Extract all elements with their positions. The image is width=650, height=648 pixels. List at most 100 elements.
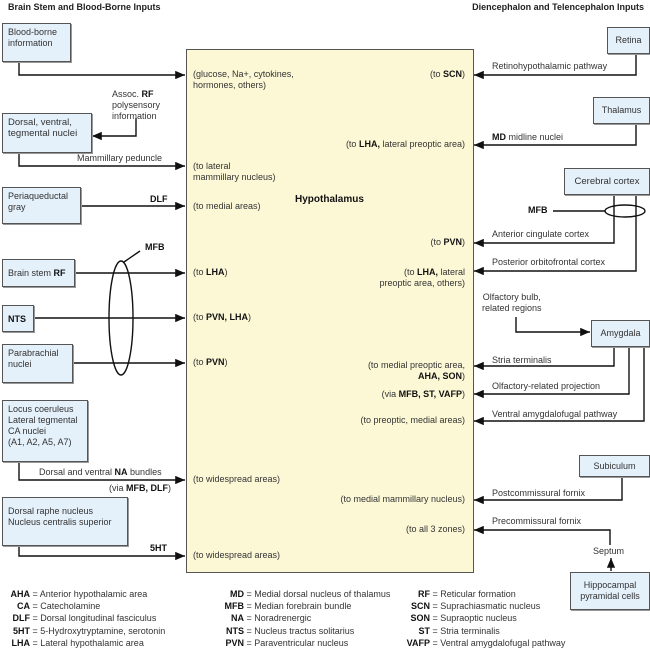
olfactory-bulb-arrow	[515, 317, 590, 337]
legend-definition: = Medial dorsal nucleus of thalamus	[244, 589, 391, 599]
subiculum-box: Subiculum	[579, 455, 650, 477]
5ht-arrow	[18, 545, 185, 561]
target-medial-areas: (to medial areas)	[193, 201, 261, 212]
dorsal-ventral-tegmental-box: Dorsal, ventral, tegmental nuclei	[2, 113, 92, 153]
stria-label: Stria terminalis	[492, 355, 552, 365]
target-preoptic-medial: (to preoptic, medial areas)	[360, 415, 465, 426]
label-text: (to	[430, 237, 444, 247]
na-bundles-arrow	[18, 461, 185, 485]
legend-entry: DLF = Dorsal longitudinal fasciculus	[6, 612, 165, 624]
target-via-mfb-st-vafp: (via MFB, ST, VAFP)	[382, 389, 465, 400]
label-text: )	[462, 389, 465, 399]
label-text: )	[224, 357, 228, 367]
vafp-label: Ventral amygdalofugal pathway	[492, 409, 618, 419]
label-bold-term: MFB	[528, 205, 548, 215]
legend-abbreviation: SON	[410, 613, 430, 624]
label-text: )	[462, 69, 465, 79]
label-bold-term: DLF	[150, 194, 168, 204]
legend-definition: = Ventral amygdalofugal pathway	[430, 637, 566, 648]
legend-abbreviation: AHA	[10, 589, 31, 599]
label-text: (to	[193, 357, 207, 367]
brainstem-rf-box: Brain stem RF	[2, 259, 75, 287]
label-bold-term: NTS	[8, 314, 26, 324]
mfb-left-ellipse	[108, 260, 134, 376]
label-bold-term: PVN	[443, 237, 462, 247]
target-lha: (to LHA)	[193, 267, 228, 278]
legend-abbreviation: LHA	[11, 637, 31, 648]
amygdala-box: Amygdala	[591, 320, 650, 347]
label-text: (to preoptic, medial areas)	[360, 415, 465, 425]
retina-box: Retina	[607, 27, 650, 54]
legend-entry: 5HT = 5-Hydroxytryptamine, serotonin	[6, 625, 165, 637]
precomm-label: Precommissural fornix	[492, 516, 582, 526]
target-scn: (to SCN)	[430, 69, 465, 80]
legend-definition: = Paraventricular nucleus	[244, 637, 349, 648]
label-text: )	[248, 312, 252, 322]
legend-abbreviation: NTS	[226, 625, 244, 636]
label-text: Assoc.	[112, 89, 142, 99]
md-label: MD midline nuclei	[492, 132, 563, 143]
assoc-rf-label: Assoc. RF polysensory information	[112, 89, 160, 122]
legend-entry: ST = Stria terminalis	[399, 625, 565, 637]
legend-entry: CA = Catecholamine	[6, 600, 165, 612]
mammillary-peduncle-label: Mammillary peduncle	[77, 153, 163, 163]
target-medial-preoptic: (to medial preoptic area, AHA, SON)	[368, 360, 465, 382]
label-text: (glucose, Na+, cytokines, hormones, othe…	[193, 69, 294, 90]
legend-abbreviation: MFB	[224, 601, 245, 612]
assoc-rf-arrow	[92, 118, 137, 141]
ant-cing-label: Anterior cingulate cortex	[492, 229, 590, 239]
label-bold-term: AHA, SON	[417, 371, 462, 381]
mammillary-peduncle-arrow	[18, 152, 185, 171]
legend-definition: = Nucleus tractus solitarius	[244, 625, 355, 636]
label-text: lateral preoptic area)	[379, 139, 465, 149]
label-text: Dorsal and ventral	[39, 467, 115, 477]
legend-definition: = Dorsal longitudinal fasciculus	[30, 613, 157, 624]
dlf-label: DLF	[150, 194, 168, 205]
legend-abbreviation: SCN	[410, 601, 430, 612]
label-text: (to widespread areas)	[193, 550, 281, 560]
label-bold-term: MFB	[145, 242, 165, 252]
label-bold-term: PVN	[206, 357, 225, 367]
target-pvn-lha: (to PVN, LHA)	[193, 312, 251, 323]
thalamus-box: Thalamus	[593, 97, 650, 124]
legend-abbreviation: RF	[418, 589, 430, 599]
legend-entry: NA = Noradrenergic	[207, 612, 390, 624]
label-text: bundles	[127, 467, 162, 477]
target-pvn: (to PVN)	[193, 357, 228, 368]
target-lateral-mammillary: (to lateral mammillary nucleus)	[193, 161, 276, 183]
label-bold-term: MD	[492, 132, 506, 142]
label-text: (to medial preoptic area,	[367, 360, 465, 370]
legend-abbreviation: CA	[17, 601, 30, 612]
legend-definition: = Stria terminalis	[430, 625, 500, 636]
label-bold-term: MFB, ST, VAFP	[398, 389, 462, 399]
label-text: )	[462, 237, 465, 247]
post-orb-arrow	[474, 194, 637, 276]
legend-entry: SCN = Suprachiasmatic nucleus	[399, 600, 565, 612]
label-text: polysensory information	[112, 100, 161, 121]
postcomm-arrow	[474, 476, 623, 505]
retino-label: Retinohypothalamic pathway	[492, 61, 608, 71]
legend-entry: RF = Reticular formation	[399, 588, 565, 600]
legend-definition: = Anterior hypothalamic area	[30, 589, 148, 599]
label-text: Brain stem	[8, 268, 54, 278]
legend-entry: LHA = Lateral hypothalamic area	[6, 637, 165, 648]
label-text: )	[168, 483, 171, 493]
label-text: lateral preoptic area, others)	[379, 267, 465, 288]
label-text: )	[224, 267, 228, 277]
olf-proj-arrow	[474, 346, 630, 399]
label-bold-term: NA	[114, 467, 128, 477]
label-bold-term: MFB, DLF	[126, 483, 168, 493]
label-text: (to	[193, 267, 207, 277]
post-orb-label: Posterior orbitofrontal cortex	[492, 257, 606, 267]
label-text: )	[462, 371, 465, 381]
target-widespread-1: (to widespread areas)	[193, 474, 280, 485]
label-text: (to medial areas)	[193, 201, 261, 211]
label-bold-term: 5HT	[150, 543, 168, 553]
legend-entry: NTS = Nucleus tractus solitarius	[207, 625, 390, 637]
target-medial-mammillary: (to medial mammillary nucleus)	[340, 494, 465, 505]
via-mfb-dlf-label: (via MFB, DLF)	[109, 483, 171, 494]
label-text: (to	[345, 139, 359, 149]
label-text: (to medial mammillary nucleus)	[340, 494, 465, 504]
